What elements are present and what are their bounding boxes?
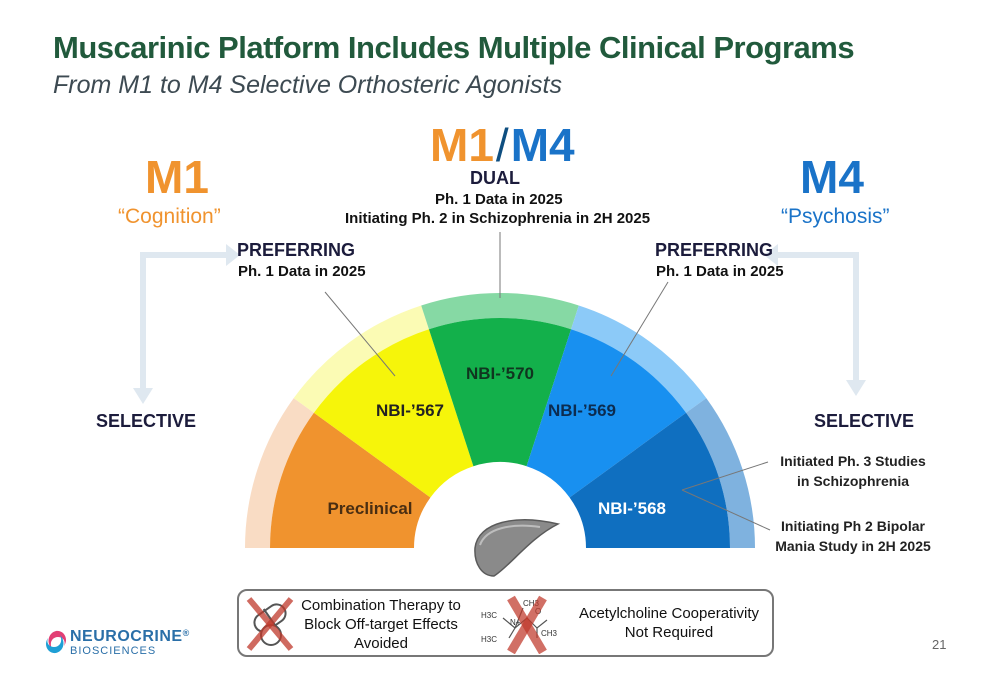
- segment-label-nbi-568: NBI-’568: [598, 499, 666, 518]
- chem-nitrogen: N+: [510, 618, 521, 627]
- acetylcholine-line1: Acetylcholine Cooperativity: [578, 605, 760, 622]
- note-bipolar-line1: Initiating Ph 2 Bipolar: [781, 518, 925, 534]
- dual-slash: /: [495, 119, 509, 171]
- gauge-outer-ring: [245, 292, 756, 548]
- right-preferring-detail: Ph. 1 Data in 2025: [656, 263, 784, 280]
- slide-title: Muscarinic Platform Includes Multiple Cl…: [53, 30, 855, 65]
- dual-m1-label: M1: [430, 119, 494, 171]
- gauge-inner-ring: [270, 318, 730, 548]
- nbi-568-note-ph3: Initiated Ph. 3 Studies in Schizophrenia: [768, 451, 938, 491]
- right-bracket-line: [772, 252, 859, 384]
- gauge-outer-segment-nbi-569: [571, 305, 707, 413]
- gauge-segment-nbi-567: [313, 329, 474, 498]
- segment-label-nbi-569: NBI-’569: [548, 401, 616, 420]
- chem-ch3-top: CH3: [523, 599, 540, 608]
- segment-label-nbi-570: NBI-’570: [466, 364, 534, 383]
- left-preferring-label: PREFERRING: [237, 240, 356, 260]
- gauge-segment-nbi-569: [526, 329, 687, 498]
- logo-registered-mark: ®: [182, 628, 190, 638]
- left-bracket-arrowhead-top: [226, 244, 240, 266]
- gauge-segment-nbi-568: [569, 412, 730, 548]
- nbi-568-note-bipolar: Initiating Ph 2 Bipolar Mania Study in 2…: [764, 516, 942, 556]
- gauge-needle: [474, 519, 561, 577]
- m4-role: “Psychosis”: [781, 205, 890, 228]
- gauge-outer-segment-nbi-567: [293, 305, 429, 413]
- gauge-outer-segment-nbi-570: [421, 292, 579, 330]
- right-selective-label: SELECTIVE: [814, 411, 915, 431]
- acetylcholine-line2: Not Required: [624, 624, 714, 641]
- neurocrine-logo-subtitle: BIOSCIENCES: [70, 645, 157, 657]
- right-bracket-arrowhead-top: [764, 244, 778, 266]
- gauge-segment-preclinical: [270, 412, 431, 548]
- chem-ch3-right: CH3: [541, 629, 558, 638]
- m4-heading: M4: [800, 151, 864, 203]
- needle-highlight: [479, 524, 541, 546]
- acetylcholine-molecule-icon: H3C CH3 N+ O CH3 H3C: [481, 595, 558, 654]
- acetylcholine-text: Acetylcholine Cooperativity Not Required: [567, 604, 771, 642]
- segment-label-nbi-567: NBI-’567: [376, 401, 444, 420]
- note-ph3-line2: in Schizophrenia: [796, 473, 909, 489]
- chem-h3c-top: H3C: [481, 611, 497, 620]
- right-preferring-label: PREFERRING: [655, 240, 774, 260]
- dual-heading: M1/M4: [430, 118, 575, 172]
- logo-name: NEUROCRINE: [70, 628, 183, 645]
- gauge-outer-segment-nbi-568: [686, 398, 756, 548]
- left-preferring-detail: Ph. 1 Data in 2025: [238, 263, 366, 280]
- slide-subtitle: From M1 to M4 Selective Orthosteric Agon…: [53, 71, 562, 99]
- note-ph3-line1: Initiated Ph. 3 Studies: [780, 453, 926, 469]
- right-bracket-arrowhead-bottom: [846, 380, 866, 396]
- dual-m4-label: M4: [510, 119, 575, 171]
- neurocrine-logo-mark-icon: [45, 630, 67, 654]
- bottom-benefits-box: Combination Therapy to Block Off-target …: [237, 589, 774, 657]
- dual-label: DUAL: [470, 168, 520, 188]
- leader-line-568-a: [681, 461, 769, 491]
- dual-detail-line2: Initiating Ph. 2 in Schizophrenia in 2H …: [345, 210, 651, 227]
- neurocrine-logo-text: NEUROCRINE®: [70, 628, 190, 646]
- left-bracket-arrowhead-bottom: [133, 388, 153, 404]
- segment-label-preclinical: Preclinical: [327, 499, 412, 518]
- gauge-outer-segment-preclinical: [245, 398, 314, 548]
- combination-line2: Block Off-target Effects: [304, 616, 458, 633]
- page-number: 21: [932, 637, 947, 652]
- chem-h3c-bottom: H3C: [481, 635, 497, 644]
- m1-role: “Cognition”: [118, 205, 221, 228]
- left-bracket-line: [140, 252, 232, 392]
- note-bipolar-line2: Mania Study in 2H 2025: [775, 538, 931, 554]
- m1-heading: M1: [145, 151, 209, 203]
- gauge-segment-nbi-570: [428, 318, 572, 467]
- left-selective-label: SELECTIVE: [96, 411, 197, 431]
- combination-line3: Avoided: [354, 635, 408, 652]
- leader-line-568-b: [681, 489, 771, 531]
- combination-line1: Combination Therapy to: [301, 597, 461, 614]
- dual-detail-line1: Ph. 1 Data in 2025: [435, 191, 563, 208]
- leader-line-567: [324, 291, 396, 377]
- leader-line-569: [610, 281, 669, 377]
- combination-therapy-text: Combination Therapy to Block Off-target …: [291, 596, 471, 653]
- no-combination-pill-icon: [246, 597, 294, 651]
